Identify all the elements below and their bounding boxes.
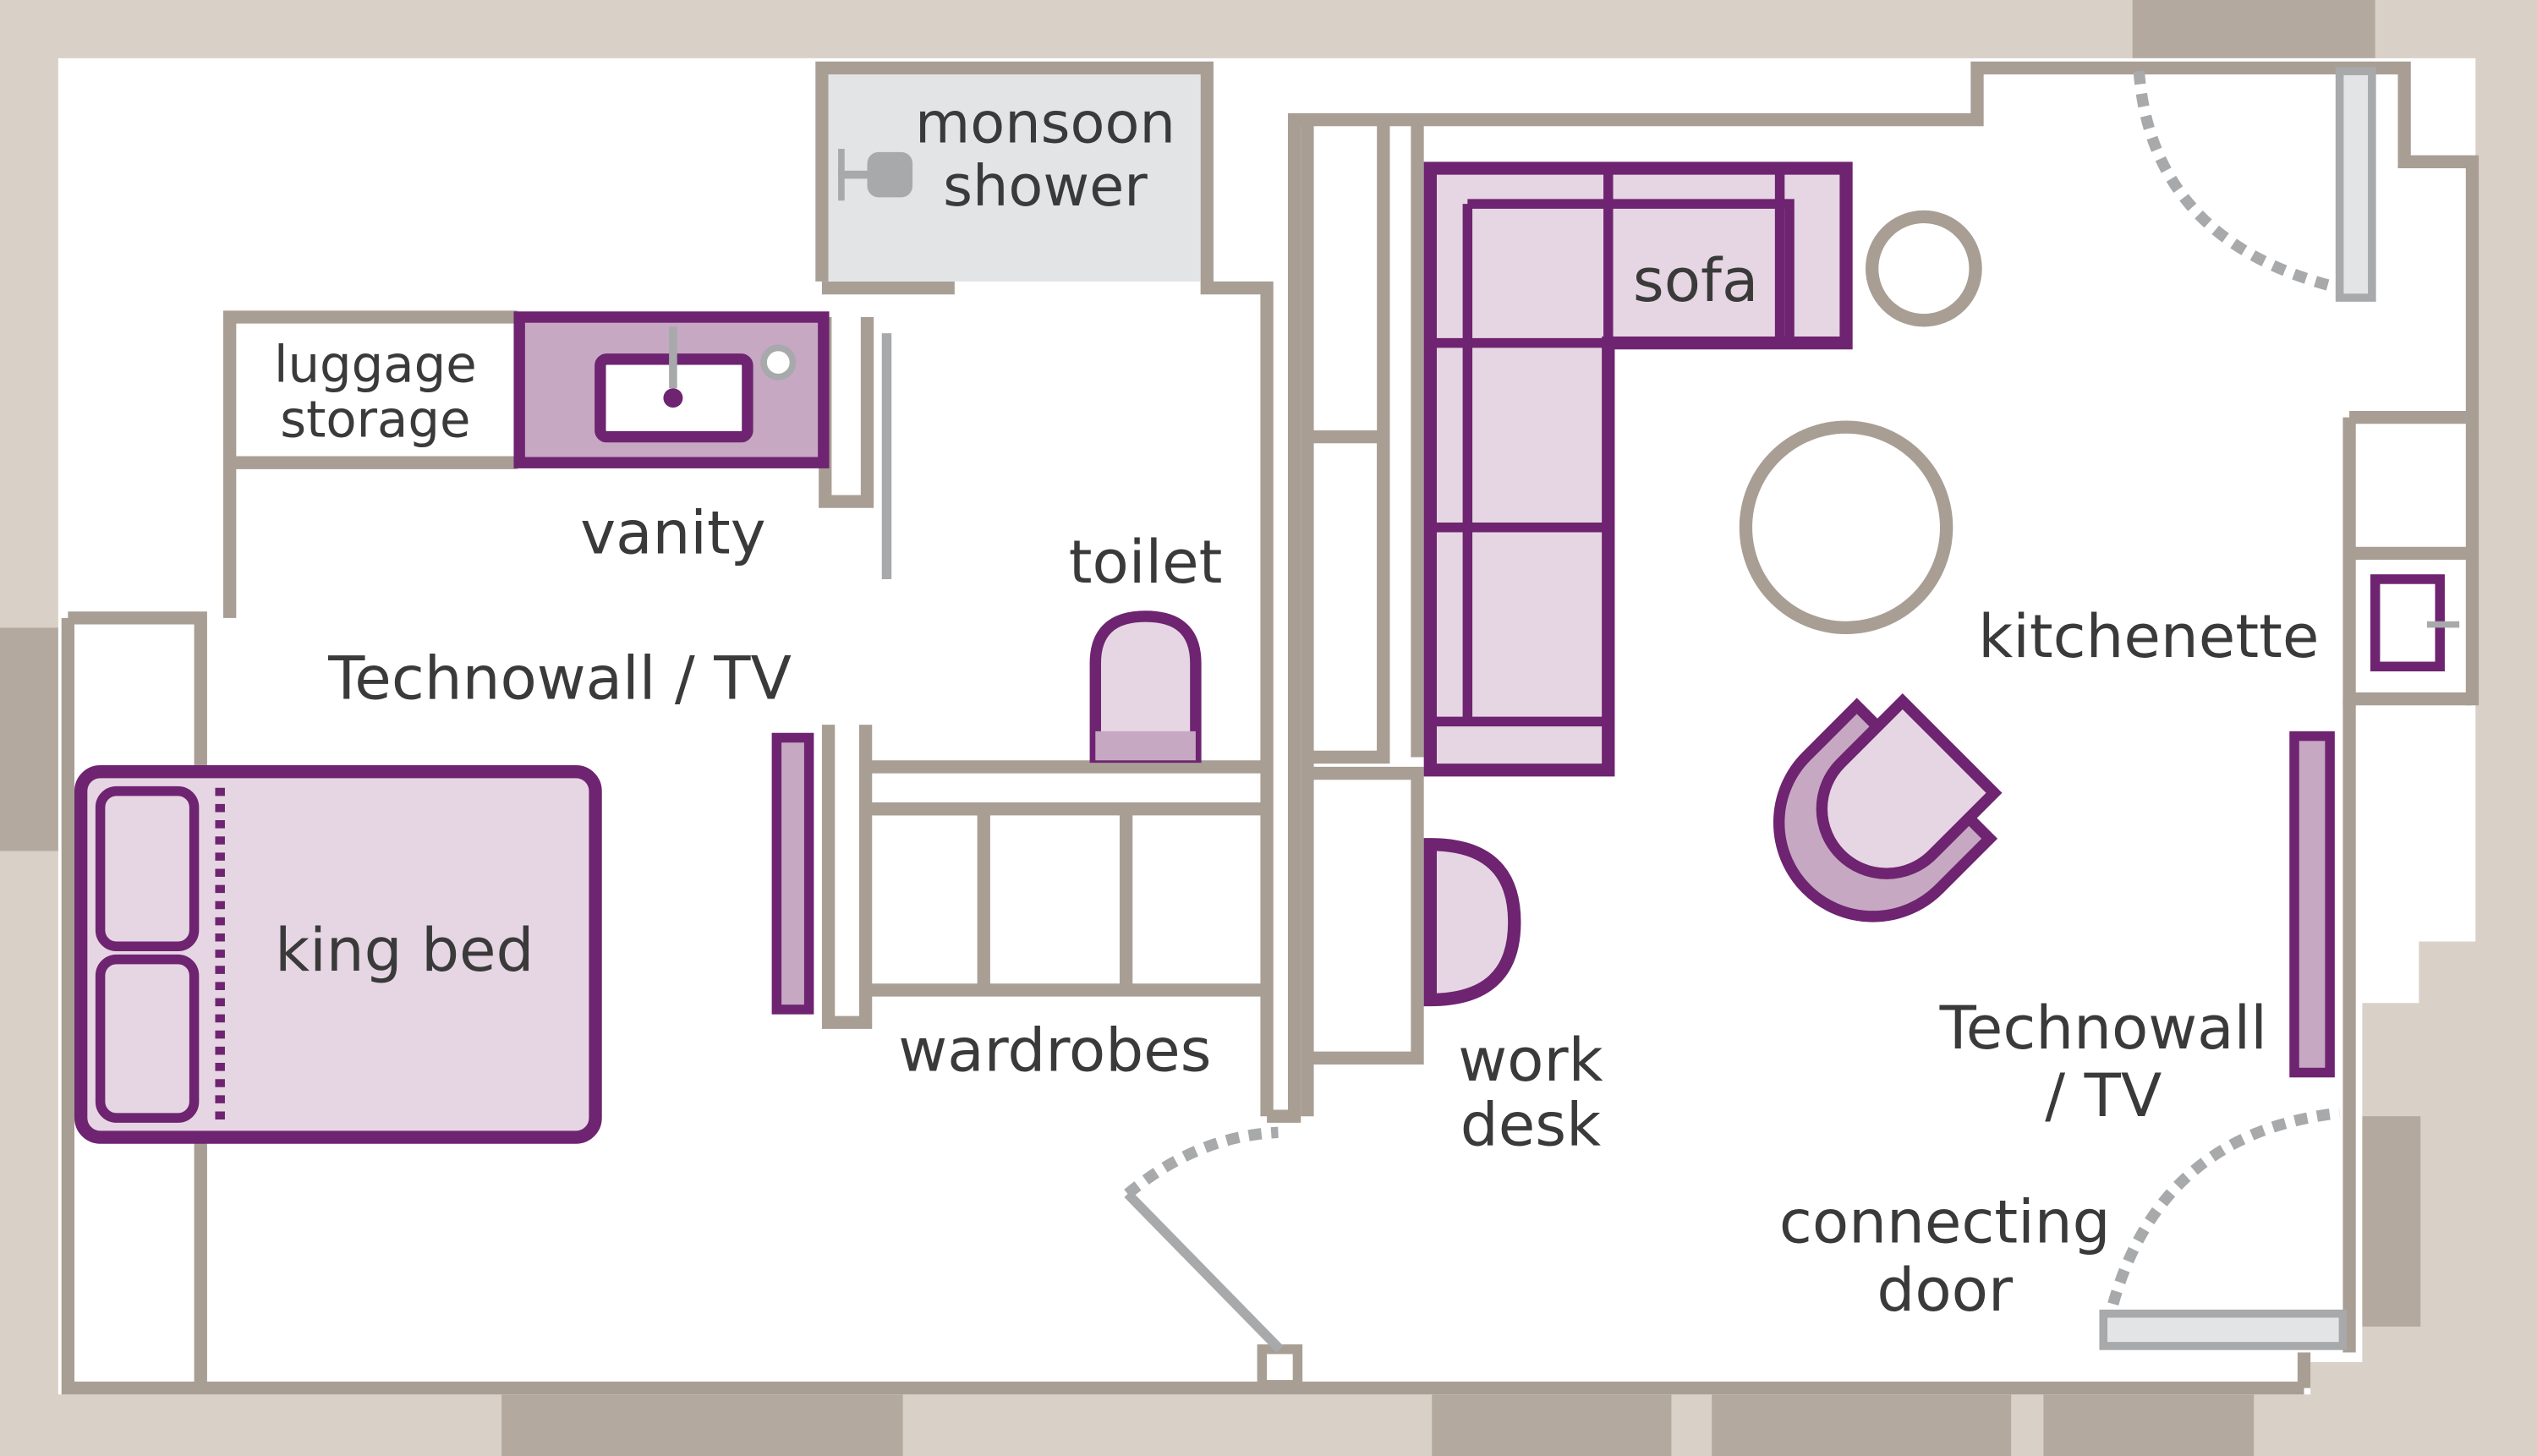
vanity-unit [513, 311, 830, 468]
outer-wall-patch-bottom-1 [501, 1394, 903, 1456]
pillow-top [95, 785, 200, 952]
drain-icon [663, 388, 683, 408]
label-toilet: toilet [1069, 527, 1223, 597]
label-sofa: sofa [1633, 245, 1758, 315]
outer-wall-patch-right [2359, 1116, 2421, 1327]
label-monsoon-shower-line2: shower [943, 153, 1148, 219]
outer-wall-patch-bottom-4 [2043, 1394, 2255, 1456]
side-table [1865, 210, 1982, 327]
walls [61, 61, 2479, 1395]
work-desk-chair [1423, 838, 1521, 1007]
sofa [1423, 161, 1853, 777]
technowall-tv-right [2289, 731, 2335, 1078]
outer-wall-patch-bottom-3 [1712, 1394, 2012, 1456]
lounge-entry-door [2133, 67, 2376, 302]
label-work-desk-line2: desk [1460, 1090, 1601, 1160]
entrance-door [1124, 1126, 1284, 1353]
technowall-tv-left [771, 732, 814, 1015]
label-technowall-tv-right-line1: Technowall [1939, 993, 2267, 1063]
label-luggage-storage-line1: luggage [274, 336, 477, 394]
label-technowall-tv-right-line2: / TV [2045, 1060, 2162, 1130]
label-connecting-door-line2: door [1877, 1255, 2014, 1325]
label-wardrobes: wardrobes [898, 1015, 1211, 1086]
outer-wall-patch-left [0, 627, 62, 851]
toilet-fixture [1089, 610, 1202, 764]
label-connecting-door-line1: connecting [1779, 1186, 2111, 1256]
shower-head-icon [838, 149, 913, 201]
label-monsoon-shower-line1: monsoon [915, 90, 1175, 156]
label-kitchenette: kitchenette [1978, 601, 2319, 671]
connecting-door [2099, 1107, 2348, 1350]
outer-wall-patch-bottom-2 [1432, 1394, 1672, 1456]
label-vanity: vanity [580, 497, 765, 567]
label-work-desk-line1: work [1458, 1025, 1603, 1095]
kitchenette-sink [2370, 574, 2460, 672]
label-luggage-storage-line2: storage [280, 391, 470, 449]
label-king-bed: king bed [275, 915, 534, 985]
armchair [1773, 693, 2003, 922]
soap-dispenser-icon [760, 344, 797, 380]
king-bed [74, 765, 602, 1144]
label-technowall-tv-left: Technowall / TV [327, 643, 792, 714]
round-table [1739, 420, 1953, 635]
outer-wall-patch-top-right [2132, 0, 2375, 58]
pillow-bottom [95, 954, 200, 1123]
